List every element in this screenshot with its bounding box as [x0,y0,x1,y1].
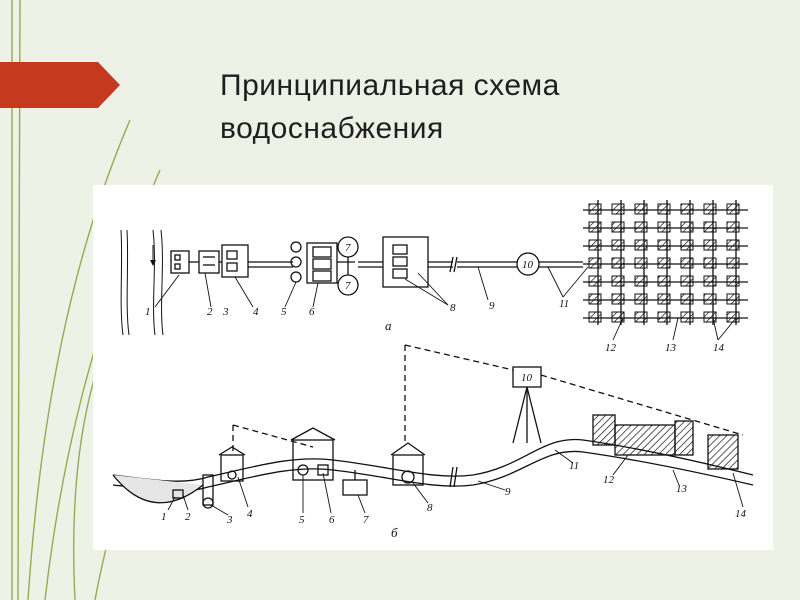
a-label-1: 1 [145,306,151,318]
a-label-4: 4 [253,306,259,318]
water-supply-scheme: 1 2 3 4 5 6 7 7 8 9 10 11 12 13 14 а 1 2… [112,200,754,540]
b-label-1: 1 [161,511,167,523]
a-circle-label-7-top: 7 [345,242,351,254]
b-label-9: 9 [505,486,511,498]
b-label-6: 6 [329,514,335,526]
title-line-1: Принципиальная схема [220,69,560,102]
b-label-12: 12 [603,474,615,486]
title-arrow-banner [0,62,120,108]
a-label-11: 11 [559,298,569,310]
b-label-13: 13 [676,483,688,495]
scheme-b-labels: 1 2 3 4 5 6 7 8 9 10 11 12 13 14 б [161,372,747,540]
a-circle-label-10: 10 [522,259,534,271]
b-tower-label-10: 10 [521,372,533,384]
a-label-5: 5 [281,306,287,318]
scheme-a-labels: 1 2 3 4 5 6 7 7 8 9 10 11 12 13 14 а [145,242,725,354]
b-label-4: 4 [247,508,253,520]
b-label-2: 2 [185,511,191,523]
scheme-b-profile [112,344,754,516]
b-label-11: 11 [569,460,579,472]
a-label-14: 14 [713,342,725,354]
title-line-2: водоснабжения [220,112,444,145]
a-label-6: 6 [309,306,315,318]
a-label-13: 13 [665,342,677,354]
a-label-8: 8 [450,302,456,314]
a-label-2: 2 [207,306,213,318]
a-label-9: 9 [489,300,495,312]
a-label-12: 12 [605,342,617,354]
b-label-14: 14 [735,508,747,520]
a-circle-label-7-bottom: 7 [345,280,351,292]
scheme-a-panel-label: а [385,318,392,333]
a-label-3: 3 [222,306,229,318]
scheme-image-panel: 1 2 3 4 5 6 7 7 8 9 10 11 12 13 14 а 1 2… [93,185,773,550]
b-label-5: 5 [299,514,305,526]
b-label-7: 7 [363,514,369,526]
b-label-8: 8 [427,502,433,514]
slide-title: Принципиальная схема водоснабжения [220,64,740,150]
scheme-b-panel-label: б [391,525,398,540]
scheme-a-plan [120,200,748,341]
b-label-3: 3 [226,514,233,526]
